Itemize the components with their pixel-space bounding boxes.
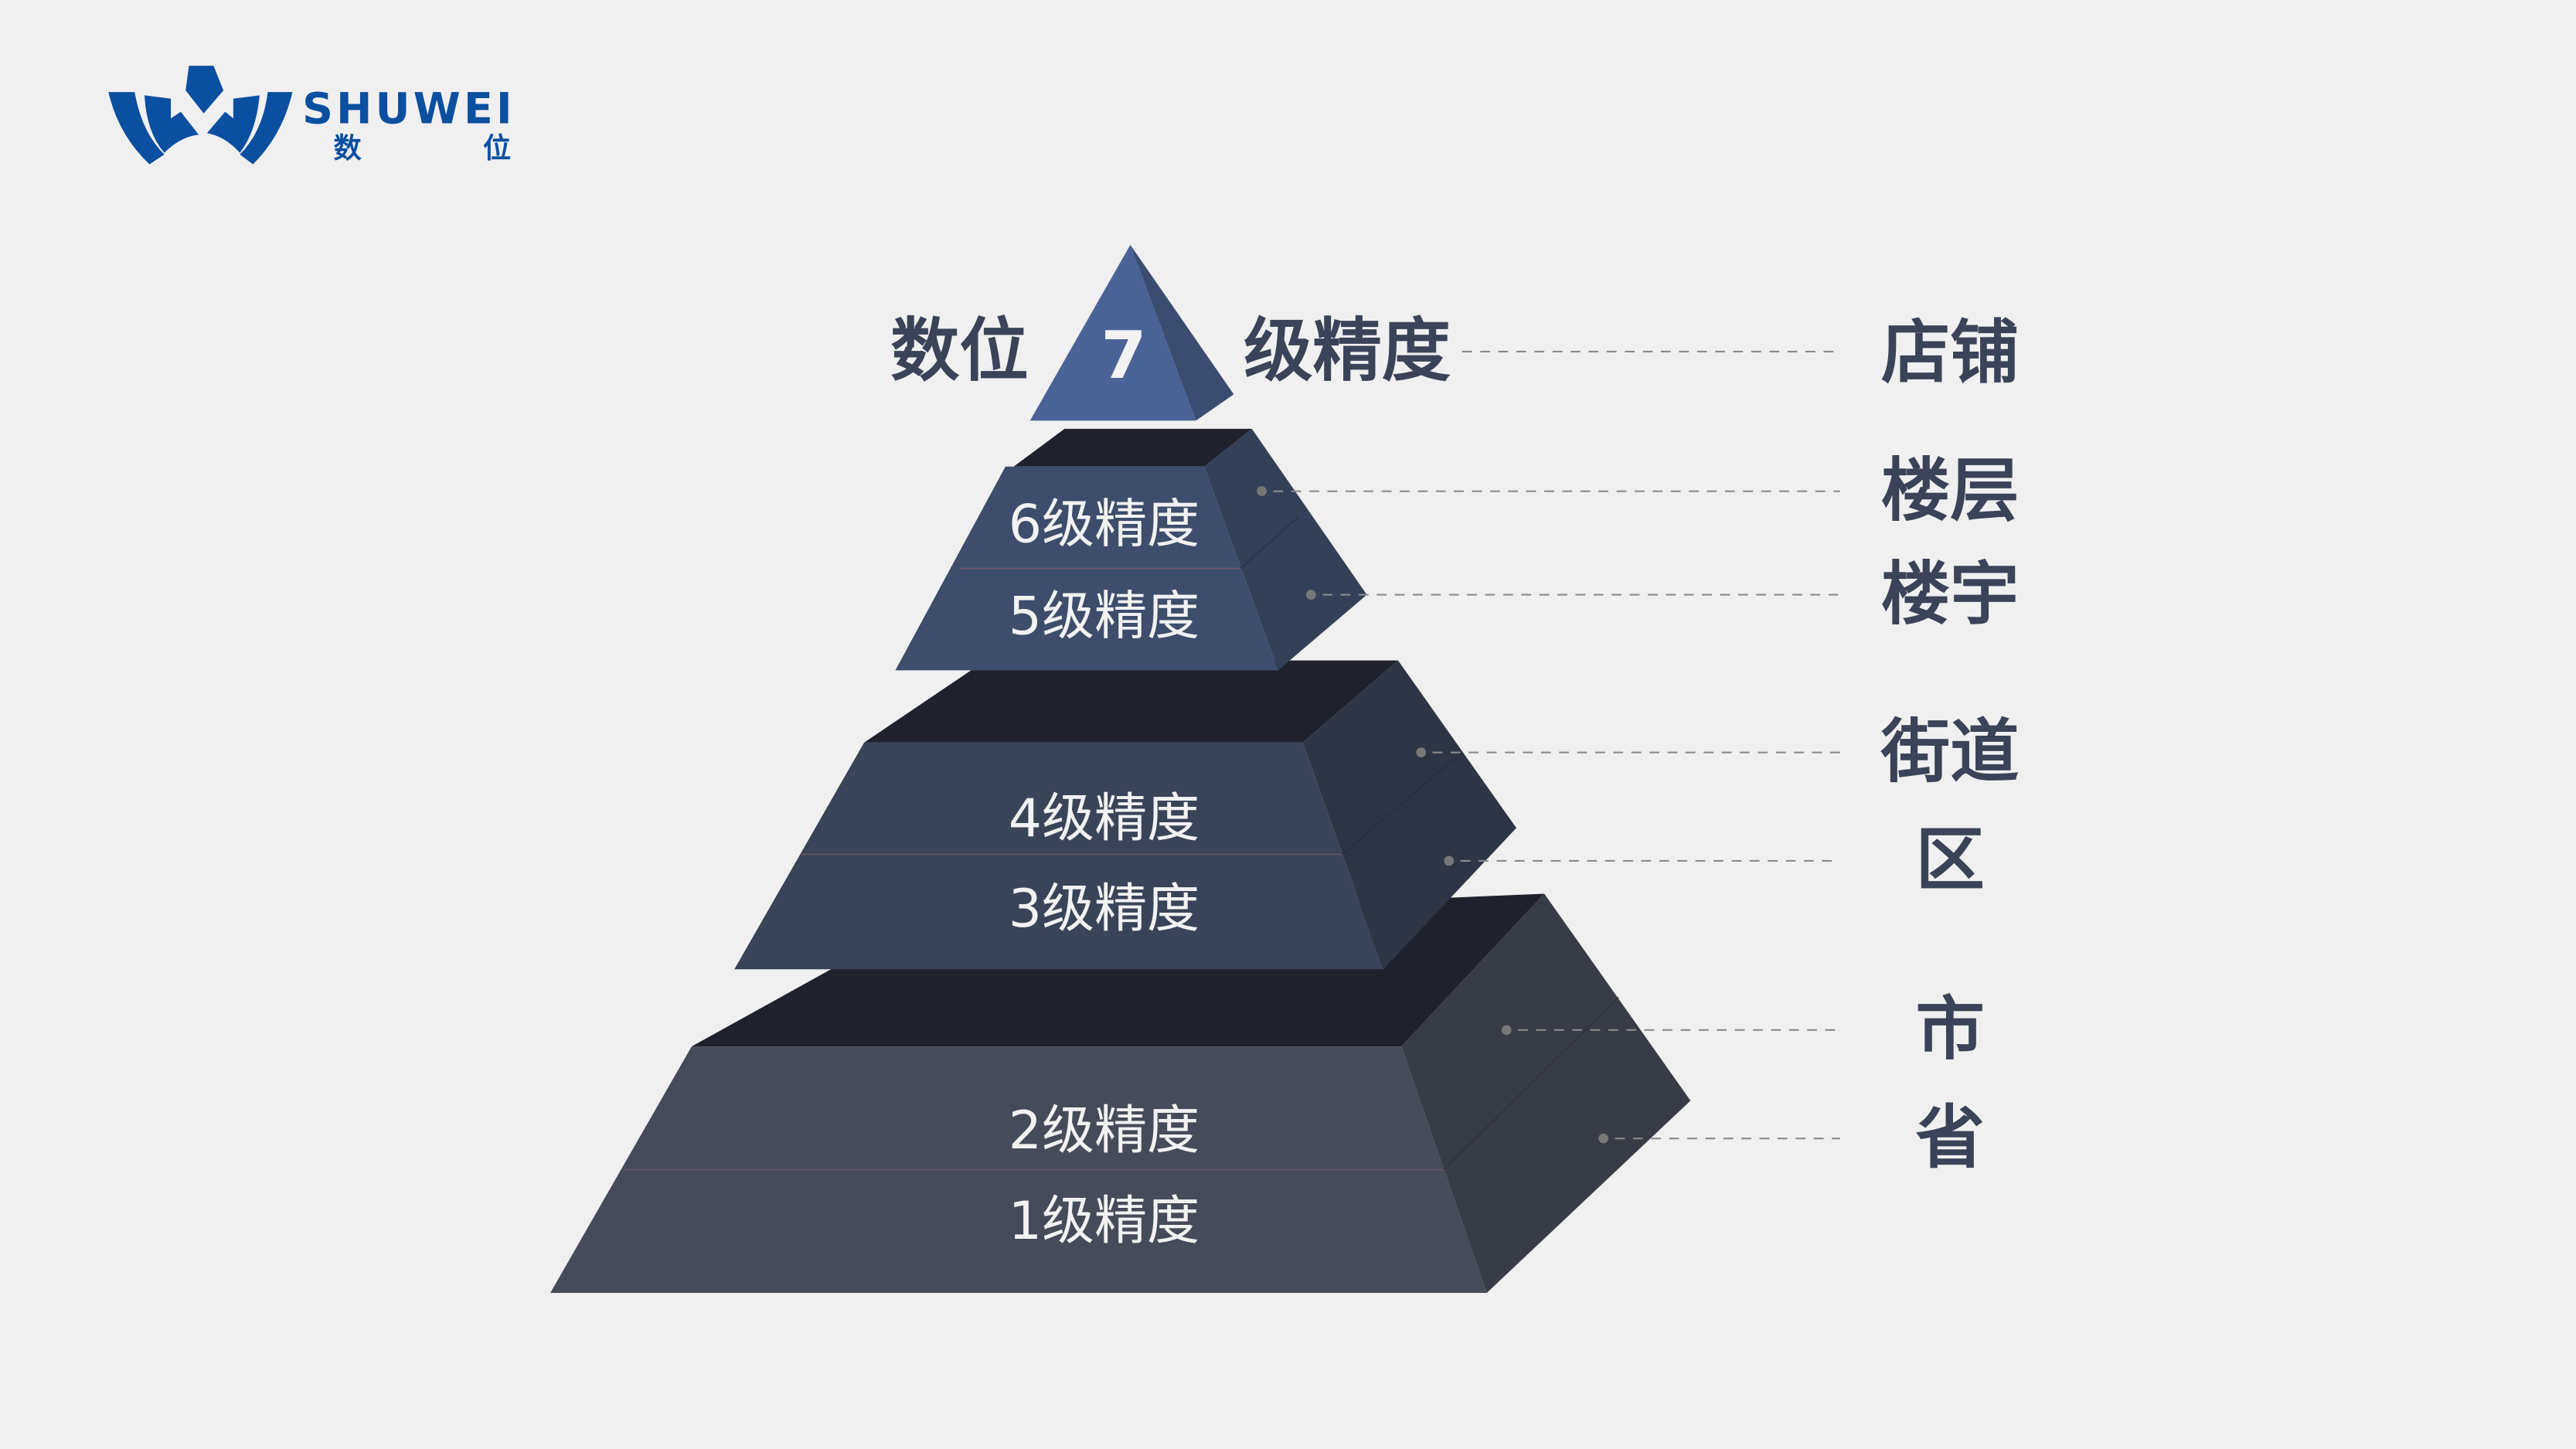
- level-label-1: 省: [1915, 1098, 1984, 1179]
- level-label-3: 区: [1915, 821, 1984, 901]
- level-label-4: 街道: [1880, 712, 2020, 792]
- logo-mark-icon: [108, 66, 293, 165]
- logo-brand-cn-1: 数: [334, 131, 362, 165]
- pyramid-tier-middle: [734, 660, 1516, 970]
- pyramid-tier-upper: [895, 428, 1367, 671]
- shuwei-logo: SHUWEI 数 位: [108, 66, 516, 165]
- heading-suffix: 级精度: [1244, 311, 1451, 392]
- level-label-7: 店铺: [1881, 313, 2020, 393]
- tier-label-6: 6级精度: [1009, 495, 1200, 556]
- level-label-6: 楼层: [1881, 451, 2020, 531]
- tier-label-3: 3级精度: [1009, 879, 1200, 940]
- level-label-5: 楼宇: [1881, 554, 2020, 634]
- logo-brand-cn-2: 位: [483, 131, 511, 165]
- pyramid-apex: [1029, 244, 1234, 421]
- leader-lines: [1257, 350, 1840, 1144]
- heading-prefix: 数位: [890, 311, 1029, 392]
- tier-label-4: 4级精度: [1009, 788, 1200, 849]
- logo-brand-en: SHUWEI: [302, 85, 516, 134]
- tier-label-5: 5级精度: [1009, 587, 1200, 648]
- tier-label-1: 1级精度: [1009, 1191, 1200, 1252]
- tier-label-2: 2级精度: [1009, 1100, 1200, 1162]
- level-label-2: 市: [1915, 990, 1984, 1070]
- heading-number: 7: [1101, 318, 1146, 394]
